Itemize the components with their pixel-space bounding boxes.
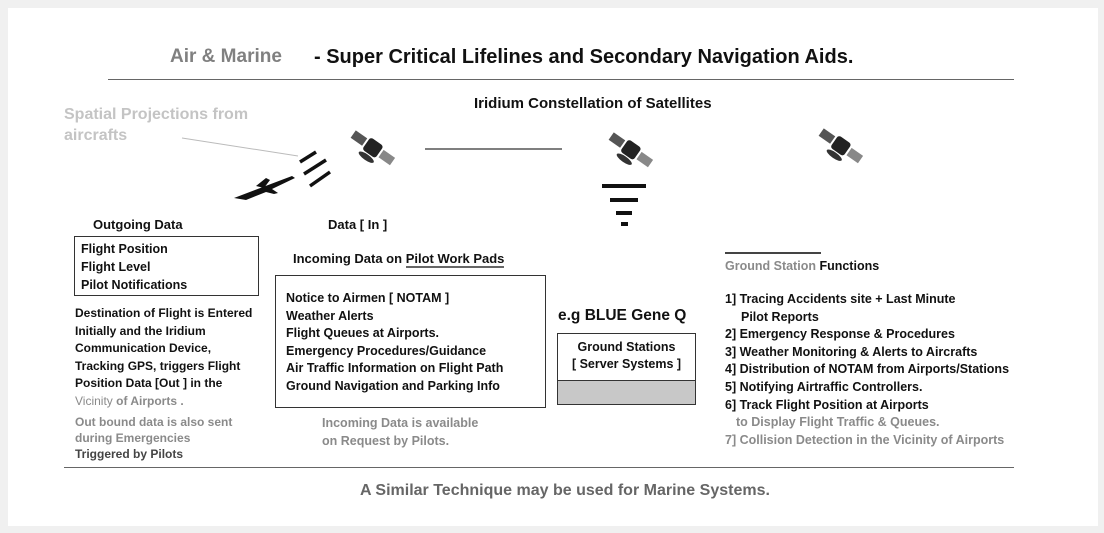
- functions-title-gray: Ground Station: [725, 259, 816, 273]
- functions-top-rule: [725, 252, 821, 254]
- footer-divider: [64, 467, 1014, 468]
- incoming-title: Incoming Data on Pilot Work Pads: [293, 251, 505, 268]
- header-divider: [108, 79, 1014, 80]
- incoming-item: Air Traffic Information on Flight Path: [286, 361, 504, 375]
- incoming-item: Notice to Airmen [ NOTAM ]: [286, 291, 450, 305]
- server-bar: [558, 380, 695, 404]
- ground-stations-box: Ground Stations [ Server Systems ]: [557, 333, 696, 405]
- functions-list: 1] Tracing Accidents site + Last Minute …: [725, 291, 1009, 449]
- function-item: 4] Distribution of NOTAM from Airports/S…: [725, 362, 1010, 377]
- outgoing-desc-line: Destination of Flight is Entered: [75, 306, 253, 320]
- data-in-label: Data [ In ]: [328, 217, 388, 232]
- outgoing-data-title: Outgoing Data: [93, 217, 183, 232]
- vicinity-rest: of Airports .: [116, 393, 184, 408]
- incoming-item: Weather Alerts: [286, 308, 374, 323]
- incoming-note-line: on Request by Pilots.: [322, 434, 450, 448]
- function-item: 1] Tracing Accidents site + Last Minute: [725, 292, 956, 306]
- airplane-icon: [234, 176, 295, 200]
- outgoing-desc-line: Position Data [Out ] in the: [75, 376, 223, 390]
- header-prefix: Air & Marine: [170, 46, 282, 67]
- outgoing-desc-line: Initially and the Iridium: [75, 323, 206, 338]
- incoming-item: Flight Queues at Airports.: [286, 326, 440, 340]
- satellite-icon: [818, 128, 864, 164]
- satellite-icon: [608, 132, 654, 168]
- constellation-title: Iridium Constellation of Satellites: [474, 95, 712, 112]
- outgoing-description: Destination of Flight is Entered Initial…: [75, 305, 252, 410]
- emergency-note-line: Out bound data is also sent: [75, 415, 233, 429]
- outgoing-vicinity-line: Vicinity of Airports .: [75, 393, 252, 411]
- spatial-line-1: Spatial Projections from: [64, 106, 249, 123]
- function-item: Pilot Reports: [741, 309, 819, 324]
- footer-note: A Similar Technique may be used for Mari…: [360, 482, 770, 499]
- server-line-2: [ Server Systems ]: [571, 357, 682, 371]
- triggered-line: Triggered by Pilots: [75, 447, 184, 461]
- emergency-note-line: during Emergencies: [75, 431, 191, 445]
- outgoing-item: Flight Level: [81, 260, 151, 274]
- satellite-icon: [350, 130, 396, 166]
- functions-title-bold: Functions: [819, 259, 880, 273]
- ground-antenna-icon: [602, 184, 646, 226]
- server-line-1: Ground Stations: [577, 340, 676, 354]
- emergency-note: Out bound data is also sent during Emerg…: [75, 414, 232, 462]
- page-title: - Super Critical Lifelines and Secondary…: [314, 46, 854, 68]
- incoming-item: Emergency Procedures/Guidance: [286, 343, 487, 358]
- functions-title: Ground Station Functions: [725, 259, 879, 273]
- signal-waves-icon: [299, 150, 332, 188]
- incoming-title-link: Pilot Work Pads: [405, 251, 505, 268]
- incoming-title-prefix: Incoming Data on: [293, 251, 403, 266]
- function-item: 6] Track Flight Position at Airports: [725, 397, 929, 412]
- server-example: e.g BLUE Gene Q: [558, 307, 687, 324]
- incoming-note: Incoming Data is available on Request by…: [322, 414, 478, 450]
- function-item: 7] Collision Detection in the Vicinity o…: [725, 432, 1005, 447]
- outgoing-item: Pilot Notifications: [81, 278, 188, 292]
- spatial-line-2: aircrafts: [64, 127, 128, 144]
- spatial-projections-label: Spatial Projections from aircrafts: [64, 104, 248, 146]
- outgoing-desc-line: Tracking GPS, triggers Flight: [75, 358, 241, 373]
- function-item-sub: to Display Flight Traffic & Queues.: [736, 415, 940, 430]
- incoming-data-box: Notice to Airmen [ NOTAM ] Weather Alert…: [275, 275, 546, 408]
- outgoing-item: Flight Position: [81, 242, 168, 256]
- incoming-note-line: Incoming Data is available: [322, 416, 479, 430]
- vicinity-word: Vicinity: [75, 393, 113, 408]
- function-item: 2] Emergency Response & Procedures: [725, 327, 955, 342]
- function-item: 3] Weather Monitoring & Alerts to Aircra…: [725, 344, 978, 359]
- incoming-item: Ground Navigation and Parking Info: [286, 378, 500, 393]
- outgoing-data-box: Flight Position Flight Level Pilot Notif…: [74, 236, 259, 296]
- function-item: 5] Notifying Airtraffic Controllers.: [725, 379, 923, 394]
- outgoing-desc-line: Communication Device,: [75, 341, 212, 355]
